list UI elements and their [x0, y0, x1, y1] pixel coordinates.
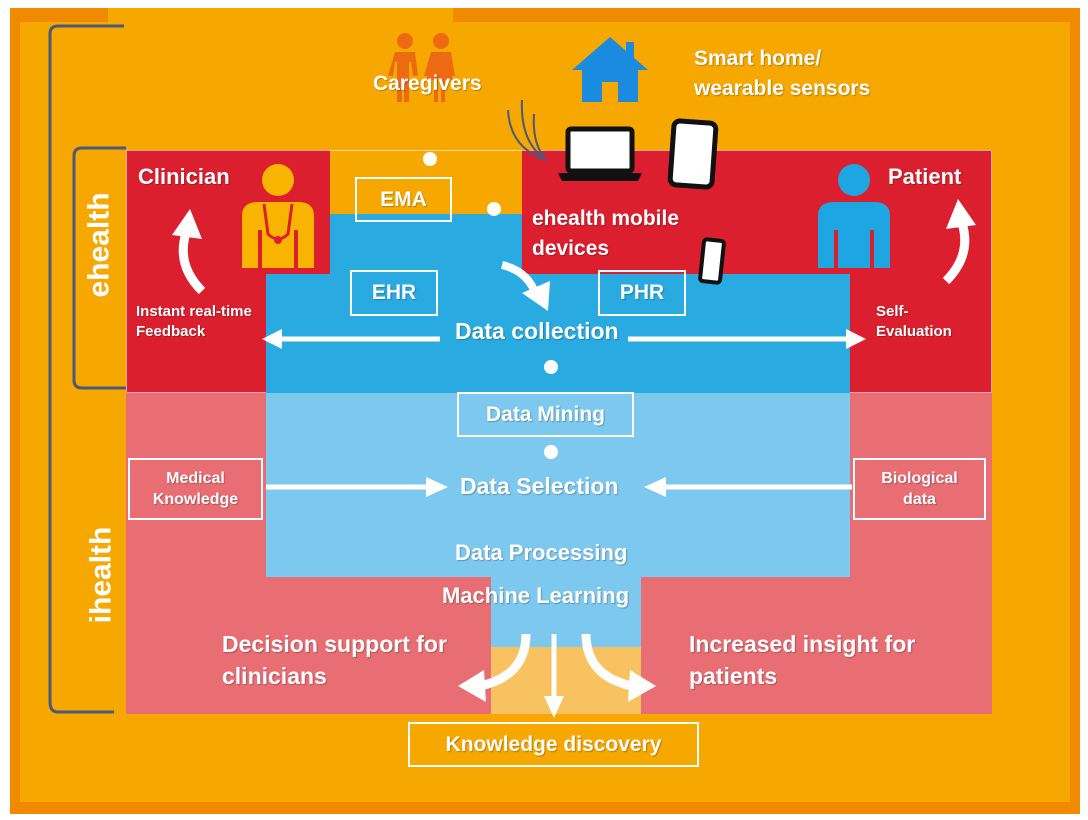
- ehealth-label: ehealth: [83, 192, 116, 298]
- selection-arrows: [266, 477, 852, 497]
- eval-line2: Evaluation: [876, 323, 952, 340]
- insight-line1: Increased insight for: [689, 631, 916, 657]
- patient-icon: [818, 164, 890, 268]
- data-mining-box: Data Mining: [457, 392, 634, 437]
- data-collection-zone-lower: [266, 274, 850, 393]
- house-icon: [572, 37, 648, 102]
- feedback-line2: Feedback: [136, 323, 206, 340]
- patient-title: Patient: [888, 164, 962, 189]
- ihealth-label: ihealth: [84, 526, 117, 624]
- clinician-feedback-arrow: [172, 209, 206, 295]
- devices-line1: ehealth mobile: [532, 207, 680, 230]
- decision-support-label: Decision support for clinicians: [222, 628, 447, 692]
- ema-box: EMA: [355, 177, 452, 222]
- patient-eval-label: Self- Evaluation: [876, 302, 952, 342]
- data-collection-label: Data collection: [455, 318, 619, 344]
- decision-line2: clinicians: [222, 663, 327, 689]
- decision-line1: Decision support for: [222, 631, 447, 657]
- caregivers-label: Caregivers: [373, 72, 482, 95]
- data-selection-label: Data Selection: [460, 473, 619, 499]
- bio-line1: Biological: [881, 470, 958, 487]
- feedback-line1: Instant real-time: [136, 303, 252, 320]
- insight-line2: patients: [689, 663, 778, 689]
- clinician-title: Clinician: [138, 164, 230, 189]
- smart-home-line1: Smart home/: [694, 47, 822, 70]
- top-notch: [108, 8, 453, 22]
- clinician-icon: [242, 164, 314, 268]
- laptop-icon: [558, 126, 642, 181]
- phone-icon: [698, 237, 726, 285]
- phr-box: PHR: [598, 270, 686, 316]
- medical-knowledge-box: Medical Knowledge: [128, 458, 263, 520]
- clinician-feedback-label: Instant real-time Feedback: [136, 302, 252, 342]
- outcome-arrows: [458, 633, 656, 718]
- eval-line1: Self-: [876, 303, 909, 320]
- caregivers-icon: [388, 33, 455, 102]
- devices-label: ehealth mobile devices: [532, 204, 679, 264]
- left-bracket: [48, 24, 126, 714]
- dot-3: [544, 360, 558, 374]
- ml-column: [491, 577, 641, 647]
- medical-line2: Knowledge: [152, 491, 239, 508]
- knowledge-discovery-box: Knowledge discovery: [408, 722, 699, 767]
- dot-4: [544, 445, 558, 459]
- biological-data-box: Biological data: [853, 458, 986, 520]
- ehr-box: EHR: [350, 270, 438, 316]
- collection-arrow: [500, 261, 550, 311]
- data-processing-label: Data Processing: [455, 540, 628, 565]
- data-collection-zone: [330, 214, 522, 274]
- devices-line2: devices: [532, 237, 610, 260]
- patient-eval-arrow: [942, 199, 976, 285]
- dot-1: [423, 152, 437, 166]
- smart-home-label: Smart home/ wearable sensors: [694, 44, 870, 104]
- increased-insight-label: Increased insight for patients: [689, 628, 915, 692]
- signal-icon: [507, 99, 547, 161]
- collection-arrows: [262, 329, 866, 349]
- bio-line2: data: [903, 491, 936, 508]
- machine-learning-label: Machine Learning: [442, 583, 630, 608]
- tablet-icon: [667, 118, 719, 190]
- smart-home-line2: wearable sensors: [694, 77, 871, 100]
- medical-line1: Medical: [166, 470, 225, 487]
- dot-2: [487, 202, 501, 216]
